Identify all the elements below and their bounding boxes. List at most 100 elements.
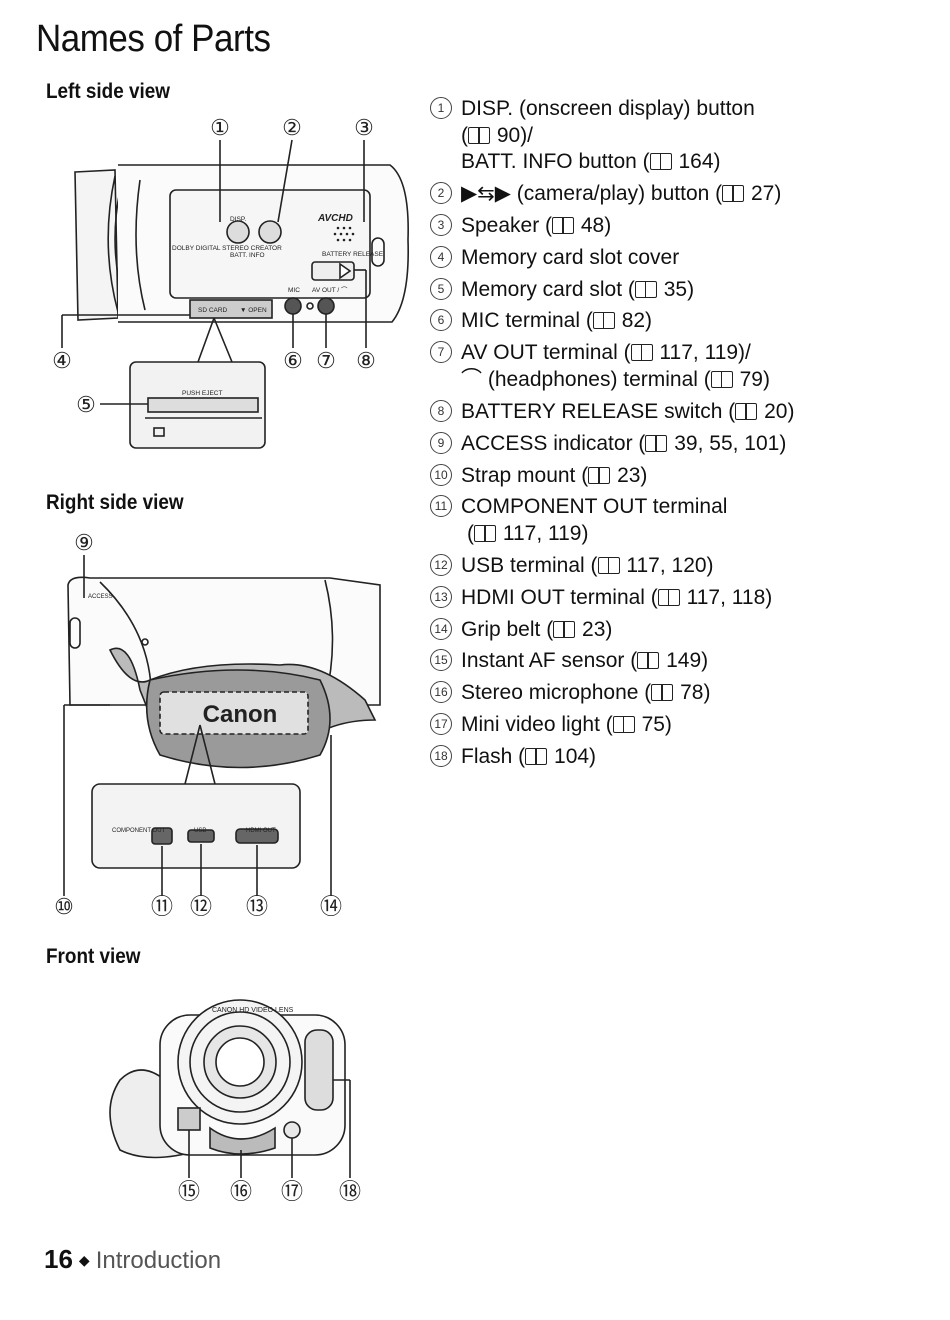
page-reference-icon [637, 652, 660, 670]
page-reference-icon [649, 153, 672, 170]
callout-13: ⑬ [246, 894, 268, 919]
canon-logo-text: Canon [203, 701, 278, 728]
push-eject-label: PUSH EJECT [182, 390, 222, 397]
part-number-badge: 8 [430, 399, 452, 422]
page-reference-icon [710, 370, 733, 388]
page-number: 16 [44, 1244, 73, 1274]
part-number-badge: 11 [430, 495, 452, 518]
part-number-badge: 2 [430, 181, 452, 204]
sd-card-label: SD CARD [198, 307, 228, 314]
parts-list: 1 DISP. (onscreen display) button ( 90)/ BA… [430, 96, 930, 776]
part-number-badge: 14 [430, 617, 452, 640]
part-item: 2 ▶⇆▶ (camera/play) button ( 27) [430, 181, 930, 208]
part-item: 9 ACCESS indicator ( 39, 55, 101) [430, 431, 930, 458]
part-text-line: ( 117, 119) [467, 521, 589, 545]
page-reference-icon [651, 684, 674, 702]
page-reference-icon [735, 402, 758, 420]
part-number-badge: 9 [430, 431, 452, 454]
part-item: 7 AV OUT terminal ( 117, 119)/⌒ (headphon… [430, 340, 930, 393]
callout-4: ④ [52, 348, 72, 373]
callout-12: ⑫ [190, 894, 212, 919]
callout-14: ⑭ [320, 894, 342, 919]
batt-info-label: BATT. INFO [230, 252, 265, 259]
chapter-name: Introduction [95, 1247, 222, 1274]
usb-label: USB [194, 828, 206, 834]
part-text-line: HDMI OUT terminal ( 117, 118) [461, 585, 773, 609]
page-reference-icon [612, 716, 635, 734]
part-text-line: BATTERY RELEASE switch ( 20) [461, 399, 795, 423]
part-text-line: Memory card slot cover [461, 245, 680, 269]
part-text-line: Strap mount ( 23) [461, 463, 648, 487]
part-text-line: Instant AF sensor ( 149) [461, 649, 709, 673]
callout-17: ⑰ [281, 1179, 303, 1204]
part-text-line: ▶⇆▶ (camera/play) button ( 27) [461, 181, 782, 205]
part-number-badge: 6 [430, 309, 452, 332]
page-reference-icon [657, 588, 680, 606]
hdmi-out-label: HDMI OUT [246, 828, 276, 834]
page-reference-icon [468, 126, 490, 144]
part-item: 17 Mini video light ( 75) [430, 712, 930, 739]
part-number-badge: 1 [430, 97, 452, 119]
page-reference-icon [634, 280, 657, 298]
callout-2: ② [282, 115, 302, 140]
callout-15: ⑮ [178, 1179, 200, 1204]
callout-9: ⑨ [74, 530, 94, 555]
part-text-line: COMPONENT OUT terminal [461, 495, 728, 519]
part-text-line: ( 90)/ [461, 123, 534, 147]
part-item: 16 Stereo microphone ( 78) [430, 680, 930, 707]
avchd-logo-text: AVCHD [317, 213, 353, 224]
part-number-badge: 17 [430, 713, 452, 736]
part-text-line: ACCESS indicator ( 39, 55, 101) [461, 431, 787, 455]
right-side-view-diagram: ACCESS COMPONENT OUT USB HDMI OUT Canon … [54, 530, 381, 919]
part-text-line: AV OUT terminal ( 117, 119)/ [461, 341, 751, 365]
part-item: 12 USB terminal ( 117, 120) [430, 553, 930, 580]
section-front-view: Front view [46, 945, 141, 968]
left-side-view-diagram: DISP. BATT. INFO AVCHD DOLBY DIGITAL STE… [52, 115, 409, 449]
page-reference-icon [552, 216, 575, 234]
battery-release-label: BATTERY RELEASE [322, 251, 384, 258]
part-item: 11 COMPONENT OUT terminal( 117, 119) [430, 494, 930, 547]
page-reference-icon [474, 524, 496, 542]
part-text-line: Stereo microphone ( 78) [461, 681, 711, 705]
page-reference-icon [645, 434, 668, 452]
page-reference-icon [553, 620, 576, 638]
callout-16: ⑯ [230, 1179, 252, 1204]
part-text-line: ⌒ (headphones) terminal ( 79) [461, 367, 770, 391]
part-item: 14 Grip belt ( 23) [430, 617, 930, 644]
footer-separator: ◆ [78, 1252, 90, 1268]
lens-text: CANON HD VIDEO LENS [212, 1007, 294, 1014]
dolby-label: DOLBY DIGITAL STEREO CREATOR [172, 245, 282, 252]
callout-3: ③ [354, 115, 374, 140]
part-number-badge: 16 [430, 681, 452, 704]
part-text-line: Speaker ( 48) [461, 213, 612, 237]
part-text-line: Grip belt ( 23) [461, 617, 613, 641]
av-out-label: AV OUT / ⌒ [312, 286, 348, 294]
part-item: 8 BATTERY RELEASE switch ( 20) [430, 399, 930, 426]
part-text-line: DISP. (onscreen display) button [461, 97, 755, 120]
section-right-side-view: Right side view [46, 491, 184, 514]
callout-5: ⑤ [76, 392, 96, 417]
part-item: 13 HDMI OUT terminal ( 117, 118) [430, 585, 930, 612]
part-number-badge: 12 [430, 553, 452, 576]
part-text-line: Mini video light ( 75) [461, 713, 672, 737]
page-reference-icon [525, 748, 548, 766]
part-number-badge: 13 [430, 585, 452, 608]
open-label: ▼ OPEN [240, 307, 267, 314]
page-reference-icon [722, 184, 745, 202]
part-number-badge: 3 [430, 213, 452, 236]
page-reference-icon [592, 312, 615, 330]
part-text-line: USB terminal ( 117, 120) [461, 553, 714, 577]
part-text-line: Memory card slot ( 35) [461, 277, 695, 301]
page-title: Names of Parts [36, 18, 271, 60]
section-left-side-view: Left side view [46, 80, 170, 103]
part-item: 3 Speaker ( 48) [430, 213, 930, 240]
part-number-badge: 7 [430, 341, 452, 364]
callout-10: ⑩ [54, 894, 74, 919]
callout-11: ⑪ [151, 894, 173, 919]
